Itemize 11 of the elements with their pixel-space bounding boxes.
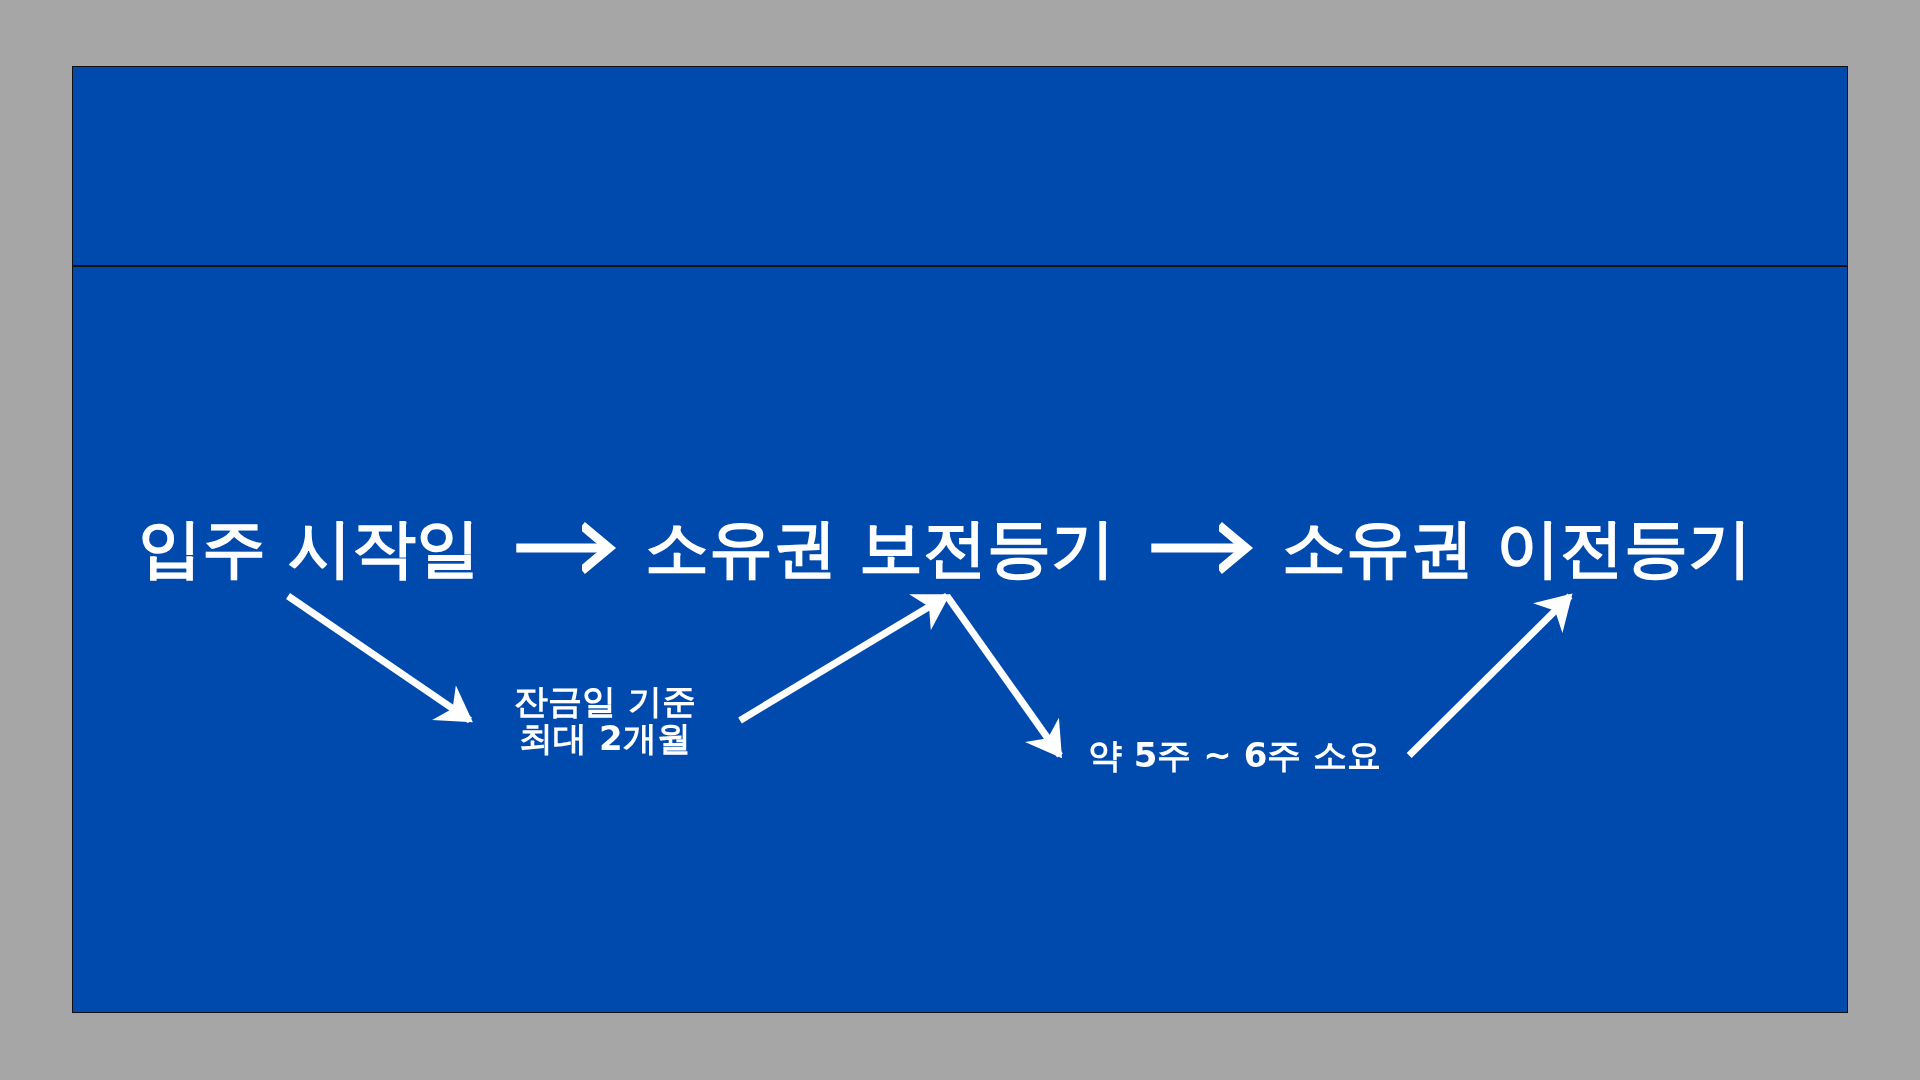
arrow — [944, 594, 1063, 759]
step-label: 잔금일 기준 최대 2개월 — [513, 683, 697, 758]
arrow — [1151, 521, 1251, 575]
step-label: 입주 시작일 — [138, 510, 481, 587]
step-label: 소유권 보전등기 — [645, 510, 1116, 587]
arrow — [1406, 593, 1573, 758]
arrow — [738, 593, 950, 724]
step-label: 약 5주 ~ 6주 소요 — [1088, 734, 1382, 777]
arrow — [516, 521, 614, 575]
step-label: 소유권 이전등기 — [1282, 510, 1753, 587]
arrow — [286, 593, 473, 724]
